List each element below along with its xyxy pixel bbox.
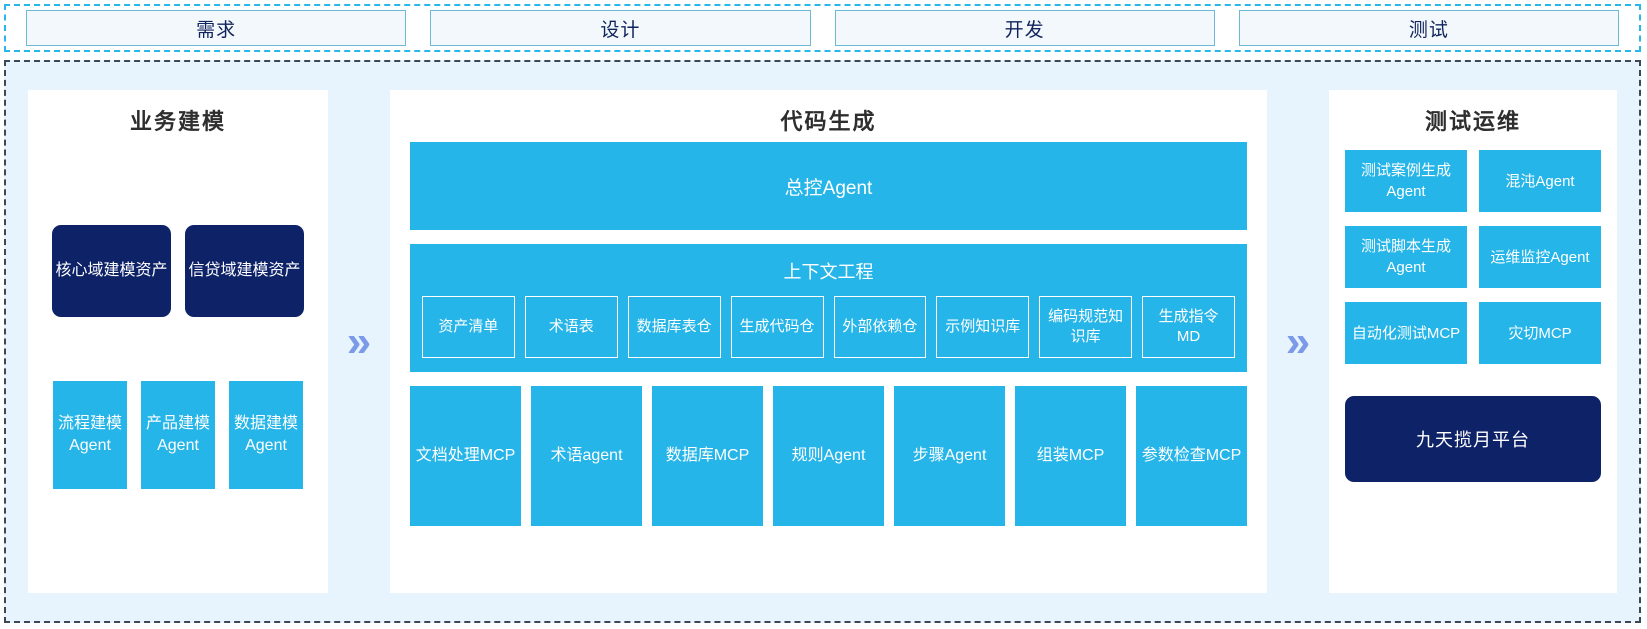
context-item-label: 生成代码仓 [739,318,815,335]
tool-row: 文档处理MCP 术语agent 数据库MCP 规则Agent 步骤Agent [410,386,1247,526]
platform-label: 九天揽月平台 [1416,430,1530,450]
test-ops-box-ops-monitoring-agent[interactable]: 运维监控Agent [1479,226,1601,288]
stage-label: 测试 [1408,19,1449,41]
tool-box-rule-agent[interactable]: 规则Agent [773,386,884,526]
agent-label: 产品建模Agent [145,414,210,454]
tool-box-database-mcp[interactable]: 数据库MCP [652,386,763,526]
panel-title: 业务建模 [129,109,226,134]
context-engineering-block: 上下文工程 资产清单 术语表 数据库表仓 生成代码仓 [410,244,1247,372]
tool-box-parameter-check-mcp[interactable]: 参数检查MCP [1136,386,1247,526]
platform-box-jiutian-lanyue[interactable]: 九天揽月平台 [1345,396,1601,482]
agent-box-process-modeling[interactable]: 流程建模Agent [53,380,127,489]
asset-box-core-domain[interactable]: 核心域建模资产 [52,224,171,317]
main-canvas: 业务建模 核心域建模资产 信贷域建模资产 流程建模Agent 产品建模Agent [4,60,1641,623]
double-chevron-right-icon-1: » [328,90,390,593]
context-item-label: 示例知识库 [945,318,1021,335]
context-item-glossary[interactable]: 术语表 [524,296,618,358]
tool-box-assembly-mcp[interactable]: 组装MCP [1015,386,1126,526]
context-item-label: 外部依赖仓 [842,318,918,335]
tool-box-document-processing-mcp[interactable]: 文档处理MCP [410,386,521,526]
asset-label: 信贷域建模资产 [188,261,301,279]
panel-business-modeling: 业务建模 核心域建模资产 信贷域建模资产 流程建模Agent 产品建模Agent [28,90,328,593]
panel-title: 代码生成 [780,109,877,134]
test-ops-box-test-script-generation-agent[interactable]: 测试脚本生成Agent [1345,226,1467,288]
panel-title: 测试运维 [1424,109,1521,134]
tool-label: 参数检查MCP [1141,447,1242,464]
panel-body: 测试案例生成Agent 混沌Agent 测试脚本生成Agent 运维监控Agen… [1329,142,1617,498]
test-ops-box-test-case-generation-agent[interactable]: 测试案例生成Agent [1345,150,1467,212]
test-ops-box-chaos-agent[interactable]: 混沌Agent [1479,150,1601,212]
stage-box-testing[interactable]: 测试 [1238,10,1619,46]
panel-body: 核心域建模资产 信贷域建模资产 流程建模Agent 产品建模Agent 数据建模… [28,142,328,593]
agent-label: 流程建模Agent [57,414,122,454]
context-item-label: 生成指令MD [1158,308,1219,345]
chevron-glyph: » [1285,316,1311,366]
context-item-label: 数据库表仓 [636,318,712,335]
tool-label: 文档处理MCP [415,447,516,464]
panel-body: 总控Agent 上下文工程 资产清单 术语表 数据库表仓 [390,142,1267,546]
test-ops-label: 运维监控Agent [1490,248,1590,266]
test-ops-box-automated-test-mcp[interactable]: 自动化测试MCP [1345,302,1467,364]
tool-label: 步骤Agent [912,447,987,464]
asset-row: 核心域建模资产 信贷域建模资产 [52,224,304,317]
test-ops-label: 测试案例生成Agent [1360,162,1451,200]
agent-row: 流程建模Agent 产品建模Agent 数据建模Agent [53,380,303,489]
context-item-coding-standard-knowledge-base[interactable]: 编码规范知识库 [1039,296,1133,358]
context-engineering-title: 上下文工程 [783,262,874,282]
test-ops-box-disaster-switch-mcp[interactable]: 灾切MCP [1479,302,1601,364]
tool-box-glossary-agent[interactable]: 术语agent [531,386,642,526]
context-items-row: 资产清单 术语表 数据库表仓 生成代码仓 外部依赖仓 [422,296,1235,358]
context-item-label: 资产清单 [438,318,499,335]
context-item-external-dependency-repo[interactable]: 外部依赖仓 [833,296,927,358]
master-agent-label: 总控Agent [784,177,873,199]
test-ops-label: 灾切MCP [1508,324,1572,342]
context-item-db-table-repo[interactable]: 数据库表仓 [627,296,721,358]
panel-code-generation: 代码生成 总控Agent 上下文工程 资产清单 术语表 [390,90,1267,593]
context-item-label: 编码规范知识库 [1048,308,1124,345]
stage-label: 需求 [196,19,237,41]
context-item-example-knowledge-base[interactable]: 示例知识库 [936,296,1030,358]
stage-box-design[interactable]: 设计 [430,10,811,46]
test-ops-grid: 测试案例生成Agent 混沌Agent 测试脚本生成Agent 运维监控Agen… [1345,150,1601,364]
agent-box-product-modeling[interactable]: 产品建模Agent [141,380,215,489]
tool-label: 组装MCP [1036,447,1105,464]
tool-label: 规则Agent [791,447,866,464]
master-agent-bar[interactable]: 总控Agent [410,142,1247,230]
tool-label: 数据库MCP [665,447,750,464]
stage-label: 开发 [1004,19,1045,41]
stage-box-requirements[interactable]: 需求 [26,10,407,46]
tool-box-step-agent[interactable]: 步骤Agent [894,386,1005,526]
stage-strip: 需求 设计 开发 测试 [4,4,1641,52]
asset-box-credit-domain[interactable]: 信贷域建模资产 [185,224,304,317]
stage-label: 设计 [600,19,641,41]
chevron-glyph: » [346,316,372,366]
context-item-label: 术语表 [548,318,594,335]
stage-box-development[interactable]: 开发 [834,10,1215,46]
context-item-generation-instruction-md[interactable]: 生成指令MD [1142,296,1235,358]
agent-box-data-modeling[interactable]: 数据建模Agent [229,380,303,489]
context-item-generated-code-repo[interactable]: 生成代码仓 [730,296,824,358]
test-ops-label: 自动化测试MCP [1351,324,1461,342]
asset-label: 核心域建模资产 [55,261,168,279]
test-ops-label: 测试脚本生成Agent [1360,238,1451,276]
panel-test-operations: 测试运维 测试案例生成Agent 混沌Agent 测试脚本生成Agent 运维监… [1329,90,1617,593]
tool-label: 术语agent [550,447,623,464]
test-ops-label: 混沌Agent [1505,172,1575,190]
context-item-asset-list[interactable]: 资产清单 [422,296,515,358]
agent-label: 数据建模Agent [233,414,298,454]
double-chevron-right-icon-2: » [1267,90,1329,593]
